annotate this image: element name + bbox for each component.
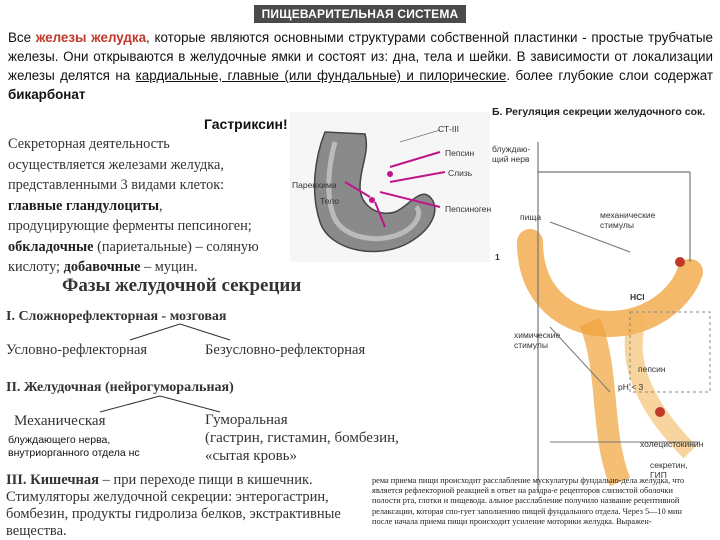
secretory-line-1: Секреторная деятельность — [8, 136, 170, 152]
humoral-list-2: «сытая кровь» — [205, 448, 297, 464]
secretory-line-2: осуществляется железами желудка, — [8, 156, 224, 173]
secretory-line-5: продуцирующие ферменты пепсиноген; — [8, 218, 252, 234]
reference-text: рема приема пищи происходит расслабление… — [372, 476, 685, 526]
stomach-illustration: СТ-III Пепсин Слизь Пепсиноген Паренхима… — [290, 112, 492, 262]
secretory-line-6: обкладочные (париетальные) – соляную — [8, 237, 298, 258]
phase2-branch-lines — [99, 395, 221, 413]
vagus-note: блуждающего нерва, — [8, 434, 111, 446]
parietal-cells: обкладочные — [8, 238, 94, 255]
phase1-branch-lines — [129, 323, 231, 341]
mechanical-phase: Механическая — [14, 413, 106, 429]
regulation-diagram: блуждаю-щий нерв пища механические стиму… — [490, 112, 720, 492]
accessory-cells: добавочные — [63, 259, 141, 275]
hcl-label: HCl — [630, 292, 645, 302]
diagram-number: 1 — [495, 252, 500, 262]
intro-bicarbonate: бикарбонат — [8, 87, 86, 102]
pepsin-label: пепсин — [638, 364, 666, 374]
phase-3-line-4: вещества. — [6, 523, 67, 539]
mucin-text: – муцин. — [140, 259, 198, 275]
phase-3-line-3: бомбезин, продукты гидролиза белков, экс… — [6, 506, 341, 522]
secretory-comma: , — [159, 197, 163, 214]
humoral-list-1: (гастрин, гистамин, бомбезин, — [205, 430, 399, 446]
humoral-title: Гуморальная — [205, 412, 288, 428]
fig-label-2: Пепсин — [445, 148, 475, 158]
phases-title: Фазы желудочной секреции — [62, 275, 302, 296]
intro-text-3: . более глубокие слои содержат — [506, 68, 713, 83]
regulation-title: Б. Регуляция секреции желудочного сок. — [492, 106, 706, 118]
phase-3-desc: – при переходе пищи в кишечник. — [99, 472, 313, 488]
intro-glands-highlight: железы желудка — [35, 30, 147, 45]
humoral-phase: Гуморальная (гастрин, гистамин, бомбезин… — [205, 411, 399, 465]
secretory-line-3: представленными 3 видами клеток: — [8, 177, 225, 193]
phase-1-heading: I. Сложнорефлекторная - мозговая — [6, 309, 227, 324]
phase-3-line-2: Стимуляторы желудочной секреции: энтерог… — [6, 489, 329, 505]
vagus-nerve-label: блуждаю-щий нерв — [492, 144, 531, 164]
phase-3-block: III. Кишечная – при переходе пищи в кише… — [6, 472, 366, 540]
gastrixin-label: Гастриксин! — [204, 116, 288, 132]
intro-text-1: Все — [8, 30, 36, 45]
phase-2-heading: II. Желудочная (нейрогуморальная) — [6, 380, 234, 395]
chief-cells: главные гландулоциты — [8, 197, 160, 214]
stomach-svg — [313, 129, 446, 253]
fig-label-3: Слизь — [448, 168, 473, 178]
intro-paragraph: Все железы желудка, которые являются осн… — [8, 28, 713, 104]
header-bar: ПИЩЕВАРИТЕЛЬНАЯ СИСТЕМА — [0, 0, 720, 26]
mechanical-notes: блуждающего нерва, внутриорганного отдел… — [8, 434, 140, 460]
secretory-block: Секреторная деятельность осуществляется … — [8, 134, 298, 278]
cholecystokinin-label: холецистокинин — [640, 439, 704, 449]
fig-label-5: Паренхима — [292, 180, 337, 190]
parietal-desc: (париетальные) – соляную — [93, 238, 259, 255]
fig-label-1: СТ-III — [438, 124, 459, 134]
regulation-svg — [517, 142, 711, 492]
intro-text-2: , которые являются основными структурами… — [8, 30, 713, 83]
chemical-stimuli-label: химические стимулы — [514, 330, 561, 350]
intramural-note: внутриорганного отдела нс — [8, 447, 140, 459]
secretory-line-7: кислоту; добавочные – муцин. — [8, 257, 298, 278]
acid-text: кислоту; — [8, 259, 64, 275]
unconditioned-reflex: Безусловно-рефлекторная — [205, 342, 366, 358]
phase-3-heading: III. Кишечная — [6, 472, 99, 488]
fig-label-4: Пепсиноген — [445, 204, 492, 214]
secretin-label: секретин, ГИП — [650, 460, 688, 480]
intro-gland-types: кардиальные, главные (или фундальные) и … — [135, 68, 507, 83]
fig-label-6: Тело — [320, 196, 339, 206]
phase-3-line-1: III. Кишечная – при переходе пищи в кише… — [6, 472, 366, 489]
mechanical-stimuli-label: механические стимулы — [600, 210, 656, 230]
page-title: ПИЩЕВАРИТЕЛЬНАЯ СИСТЕМА — [253, 5, 467, 23]
conditioned-reflex: Условно-рефлекторная — [6, 342, 148, 358]
ph-label: pH < 3 — [618, 382, 644, 392]
food-label: пища — [520, 212, 542, 222]
secretory-line-4: главные гландулоциты, — [8, 196, 298, 217]
